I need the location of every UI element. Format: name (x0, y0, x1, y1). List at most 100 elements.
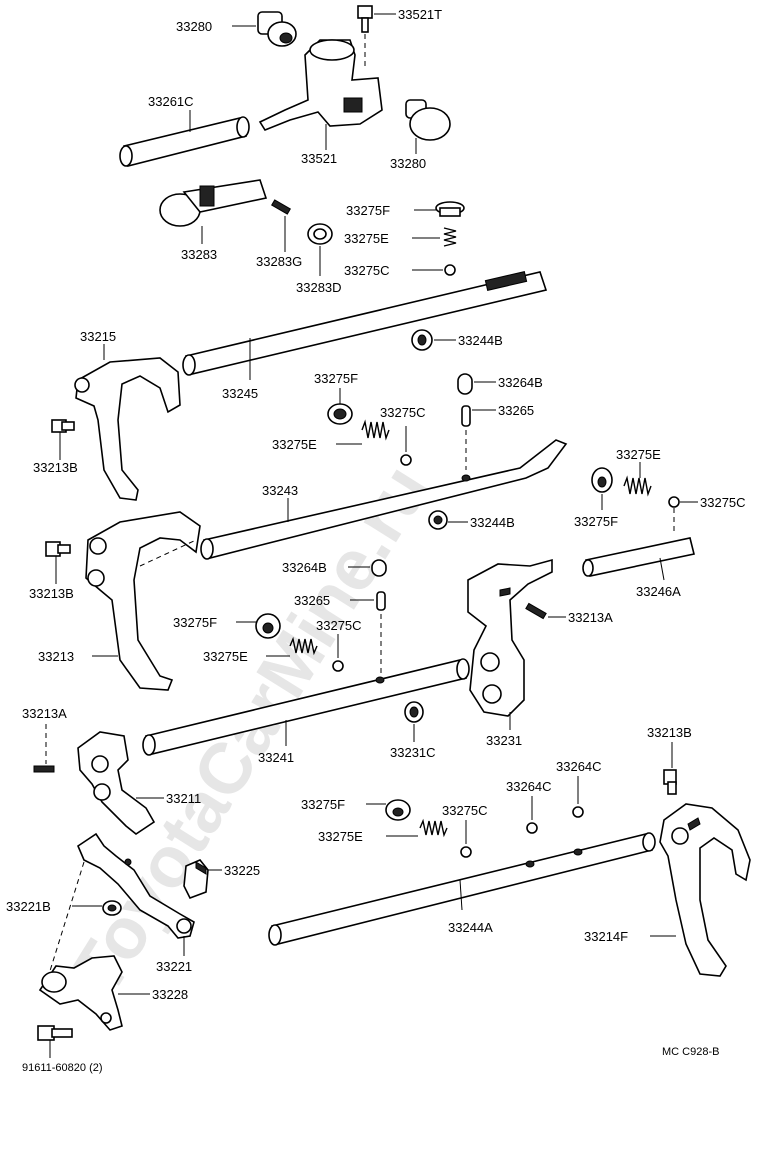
plug-33275f-4 (255, 613, 281, 639)
label-33241: 33241 (258, 750, 294, 765)
link-33221 (77, 832, 195, 939)
spring-33275e-2 (361, 419, 390, 441)
ball-33275c-2 (400, 454, 412, 466)
label-33246a: 33246A (636, 584, 681, 599)
label-33225: 33225 (224, 863, 260, 878)
spring-33275e-3 (623, 475, 652, 497)
ball-33264c-2 (526, 822, 538, 834)
bolt-33521t (357, 5, 373, 33)
label-33264c-1: 33264C (556, 759, 602, 774)
label-33213a-1: 33213A (568, 610, 613, 625)
spring-33275e-1 (443, 227, 457, 247)
label-33244a: 33244A (448, 920, 493, 935)
label-33275e-4: 33275E (203, 649, 248, 664)
selector-33283 (159, 179, 268, 227)
label-33213b-2: 33213B (29, 586, 74, 601)
label-33221: 33221 (156, 959, 192, 974)
shaft-33245 (182, 271, 548, 376)
plug-33275f-2 (327, 403, 353, 425)
label-33245: 33245 (222, 386, 258, 401)
plug-33280-top (257, 11, 297, 47)
label-33244b-1: 33244B (458, 333, 503, 348)
block-33225 (183, 859, 209, 900)
ball-33275c-1 (444, 264, 456, 276)
label-33265-1: 33265 (498, 403, 534, 418)
label-33265-2: 33265 (294, 593, 330, 608)
lever-33231 (467, 558, 553, 717)
label-33228: 33228 (152, 987, 188, 1002)
label-33213: 33213 (38, 649, 74, 664)
bolt-33213b-2 (45, 541, 71, 557)
shaft-33246a (582, 537, 695, 577)
pin-33264b-1 (457, 373, 473, 395)
label-33264b-1: 33264B (498, 375, 543, 390)
clip-33244b-1 (411, 329, 433, 351)
label-33275e-3: 33275E (616, 447, 661, 462)
shift-head-33521 (258, 39, 383, 131)
pin-33213a-2 (33, 765, 55, 773)
label-33275e-2: 33275E (272, 437, 317, 452)
fork-33213 (85, 511, 201, 691)
label-33213a-2: 33213A (22, 706, 67, 721)
label-33275e-1: 33275E (344, 231, 389, 246)
clip-33244b-2 (428, 510, 448, 530)
label-33244b-2: 33244B (470, 515, 515, 530)
label-33264b-2: 33264B (282, 560, 327, 575)
pin-33213a-1 (525, 602, 547, 620)
plug-33275f-1 (435, 201, 465, 217)
label-33275c-2: 33275C (380, 405, 426, 420)
diagram-code: MC C928-B (662, 1046, 719, 1058)
ball-33275c-5 (460, 846, 472, 858)
label-33283g: 33283G (256, 254, 302, 269)
label-33275f-5: 33275F (301, 797, 345, 812)
bolt-33213b-1 (51, 419, 75, 433)
pin-33265-2 (376, 591, 386, 611)
label-33243: 33243 (262, 483, 298, 498)
label-33283d: 33283D (296, 280, 342, 295)
label-33275f-2: 33275F (314, 371, 358, 386)
shaft-33241 (142, 658, 470, 756)
label-33275c-3: 33275C (700, 495, 746, 510)
lever-33211 (77, 731, 156, 835)
bolt-91611 (37, 1025, 73, 1041)
label-33213b-3: 33213B (647, 725, 692, 740)
ring-33283d (307, 223, 333, 245)
shaft-33244a (268, 832, 656, 946)
label-33275c-1: 33275C (344, 263, 390, 278)
fork-33214f (659, 803, 751, 977)
ball-33275c-4 (332, 660, 344, 672)
shaft-33243 (200, 439, 568, 560)
bolt-33213b-3 (663, 769, 677, 795)
label-33211: 33211 (166, 791, 201, 806)
plug-33275f-3 (591, 467, 613, 493)
pin-33264b-2 (371, 559, 387, 577)
label-33275e-5: 33275E (318, 829, 363, 844)
label-33215: 33215 (80, 329, 116, 344)
label-33231c: 33231C (390, 745, 436, 760)
label-33213b-1: 33213B (33, 460, 78, 475)
label-91611: 91611-60820 (2) (22, 1062, 103, 1074)
label-33231: 33231 (486, 733, 522, 748)
clip-33221b (102, 900, 122, 916)
ball-33264c-1 (572, 806, 584, 818)
clip-33231c (404, 701, 424, 723)
label-33283: 33283 (181, 247, 217, 262)
label-33521t: 33521T (398, 7, 442, 22)
label-33264c-2: 33264C (506, 779, 552, 794)
label-33275f-4: 33275F (173, 615, 217, 630)
label-33275c-4: 33275C (316, 618, 362, 633)
ball-33275c-3 (668, 496, 680, 508)
spring-33275e-4 (289, 636, 318, 656)
shaft-33261c (119, 116, 250, 167)
label-33521: 33521 (301, 151, 337, 166)
label-33280-b: 33280 (390, 156, 426, 171)
label-33275c-5: 33275C (442, 803, 488, 818)
label-33275f-1: 33275F (346, 203, 390, 218)
plug-33275f-5 (385, 799, 411, 821)
fork-33215 (74, 357, 181, 501)
label-33280-a: 33280 (176, 19, 212, 34)
label-33261c: 33261C (148, 94, 194, 109)
plug-33280-right (405, 99, 451, 141)
